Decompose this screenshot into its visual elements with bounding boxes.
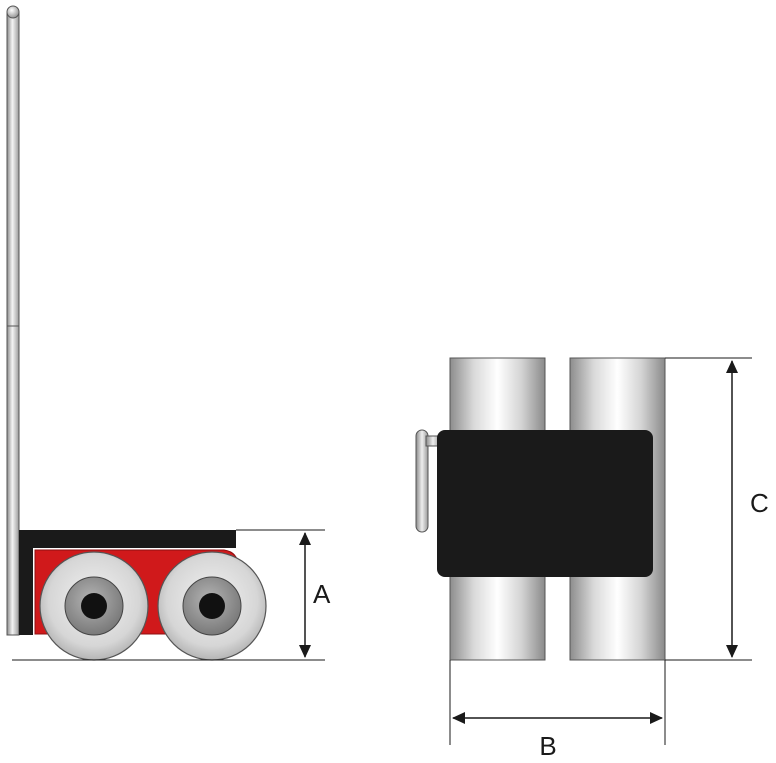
top-plate [19,530,236,548]
dimension-a-label: A [313,579,331,609]
wheel-front [39,551,149,661]
dimension-c-label: C [750,488,769,518]
handle-pole [6,11,20,636]
pole-knob [6,5,20,19]
top-view: C B [415,357,769,761]
side-plate [19,530,33,635]
dimension-b-label: B [539,731,556,761]
top-handle [415,429,429,533]
side-view: A [6,5,331,661]
top-plate-body [437,430,653,577]
wheel-rear [157,551,267,661]
